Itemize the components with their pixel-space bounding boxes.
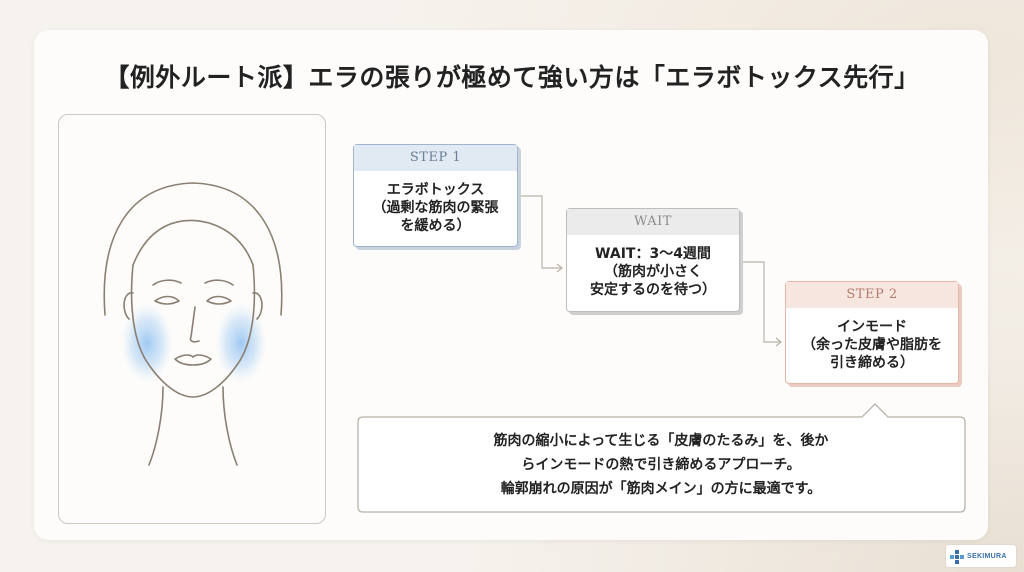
wait-header: WAIT [567,209,739,235]
right-eye [206,295,232,305]
wait-line-3: 安定するのを待つ） [590,282,716,298]
left-eye [154,295,180,305]
step-2-box: STEP 2 インモード （余った皮膚や脂肪を 引き締める） [785,281,959,384]
arrow-head-wait [556,263,563,273]
nose [189,306,200,343]
face-outline [130,264,256,398]
left-ear [123,292,134,320]
callout-line-2: らインモードの熱で引き締めるアプローチ。 [521,457,801,473]
step-1-box: STEP 1 エラボトックス （過剰な筋肉の緊張 を緩める） [353,144,518,247]
wait-line-1: WAIT：3〜4週間 [595,246,711,262]
connector-step1-wait [521,195,562,269]
neck-left [148,386,164,466]
step-2-line-2: （余った皮膚や脂肪を [802,337,942,353]
page-title: 【例外ルート派】エラの張りが極めて強い方は「エラボトックス先行」 [104,63,920,92]
brand-logo-text: SEKIMURA [967,552,1007,560]
face-illustration [103,182,283,466]
step-1-line-3: を緩める） [400,218,471,234]
step-1-header: STEP 1 [354,145,517,171]
step-2-header: STEP 2 [786,282,958,308]
step-2-line-3: 引き締める） [830,355,914,371]
cross-logo-icon [950,549,964,564]
right-brow [204,279,234,286]
lips [174,354,212,366]
wait-box: WAIT WAIT：3〜4週間 （筋肉が小さく 安定するのを待つ） [566,208,740,312]
callout-line-1: 筋肉の縮小によって生じる「皮膚のたるみ」を、後か [493,433,829,449]
left-brow [152,279,182,286]
callout-line-3: 輪郭崩れの原因が「筋肉メイン」の方に最適です。 [500,481,822,497]
step-1-line-2: （過剰な筋肉の緊張 [372,200,499,216]
step-2-line-1: インモード [837,319,907,335]
right-ear [252,292,263,320]
step-1-line-1: エラボトックス [386,182,485,198]
hair-part [132,219,254,266]
callout-bubble [357,403,966,513]
hair-outline [103,182,283,316]
face-illustration-panel [58,114,326,524]
wait-line-2: （筋肉が小さく [604,264,702,280]
callout-text: 筋肉の縮小によって生じる「皮膚のたるみ」を、後か らインモードの熱で引き締めるア… [370,429,952,501]
right-jaw-highlight [215,303,267,383]
arrow-head-step2 [775,337,782,347]
connector-wait-step2 [743,261,781,343]
neck-right [222,386,238,466]
brand-logo: SEKIMURA [946,545,1016,567]
